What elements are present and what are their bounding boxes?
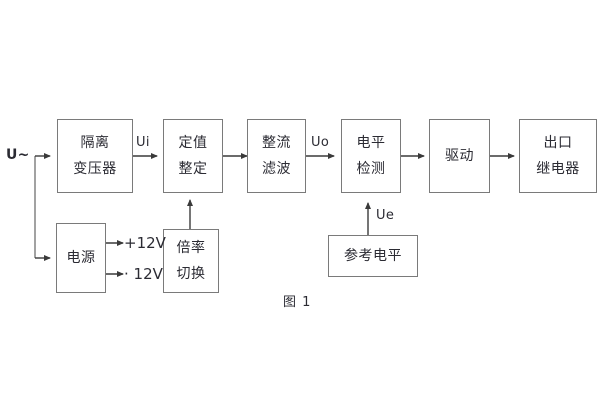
block-line: 变压器 xyxy=(73,161,117,177)
block-line: 整流 xyxy=(262,135,291,151)
figure-caption: 图 1 xyxy=(283,295,312,310)
block-line: 电源 xyxy=(66,250,96,266)
signal-label-uo: Uo xyxy=(311,135,330,150)
block-rectify-filter[interactable]: 整流 滤波 xyxy=(247,119,306,193)
block-line: 检测 xyxy=(356,161,386,177)
block-setting-value[interactable]: 定值 整定 xyxy=(163,119,223,193)
block-output-relay[interactable]: 出口 继电器 xyxy=(519,119,597,193)
block-line: 驱动 xyxy=(445,148,474,164)
block-line: 滤波 xyxy=(262,161,291,177)
block-line: 切换 xyxy=(176,266,206,282)
block-multiplier-switch[interactable]: 倍率 切换 xyxy=(163,229,219,293)
signal-label-ui: Ui xyxy=(136,135,150,150)
block-isolation-transformer[interactable]: 隔离 变压器 xyxy=(57,119,133,193)
block-power-supply[interactable]: 电源 xyxy=(56,223,106,293)
block-drive[interactable]: 驱动 xyxy=(429,119,490,193)
block-line: 继电器 xyxy=(536,161,580,177)
block-line: 整定 xyxy=(178,161,208,177)
input-rail-wire xyxy=(34,153,51,261)
block-line: 隔离 xyxy=(80,135,110,151)
block-reference-level[interactable]: 参考电平 xyxy=(328,235,418,277)
block-level-detection[interactable]: 电平 检测 xyxy=(341,119,401,193)
block-line: 定值 xyxy=(178,135,208,151)
block-line: 倍率 xyxy=(176,240,206,256)
block-line: 参考电平 xyxy=(344,248,402,264)
signal-label-ue: Ue xyxy=(376,208,395,223)
block-line: 电平 xyxy=(356,135,386,151)
input-label-u: U~ xyxy=(6,147,30,163)
block-line: 出口 xyxy=(543,135,573,151)
rail-label-positive-12v: +12V xyxy=(124,234,166,252)
rail-label-negative-12v: · 12V xyxy=(124,265,163,283)
